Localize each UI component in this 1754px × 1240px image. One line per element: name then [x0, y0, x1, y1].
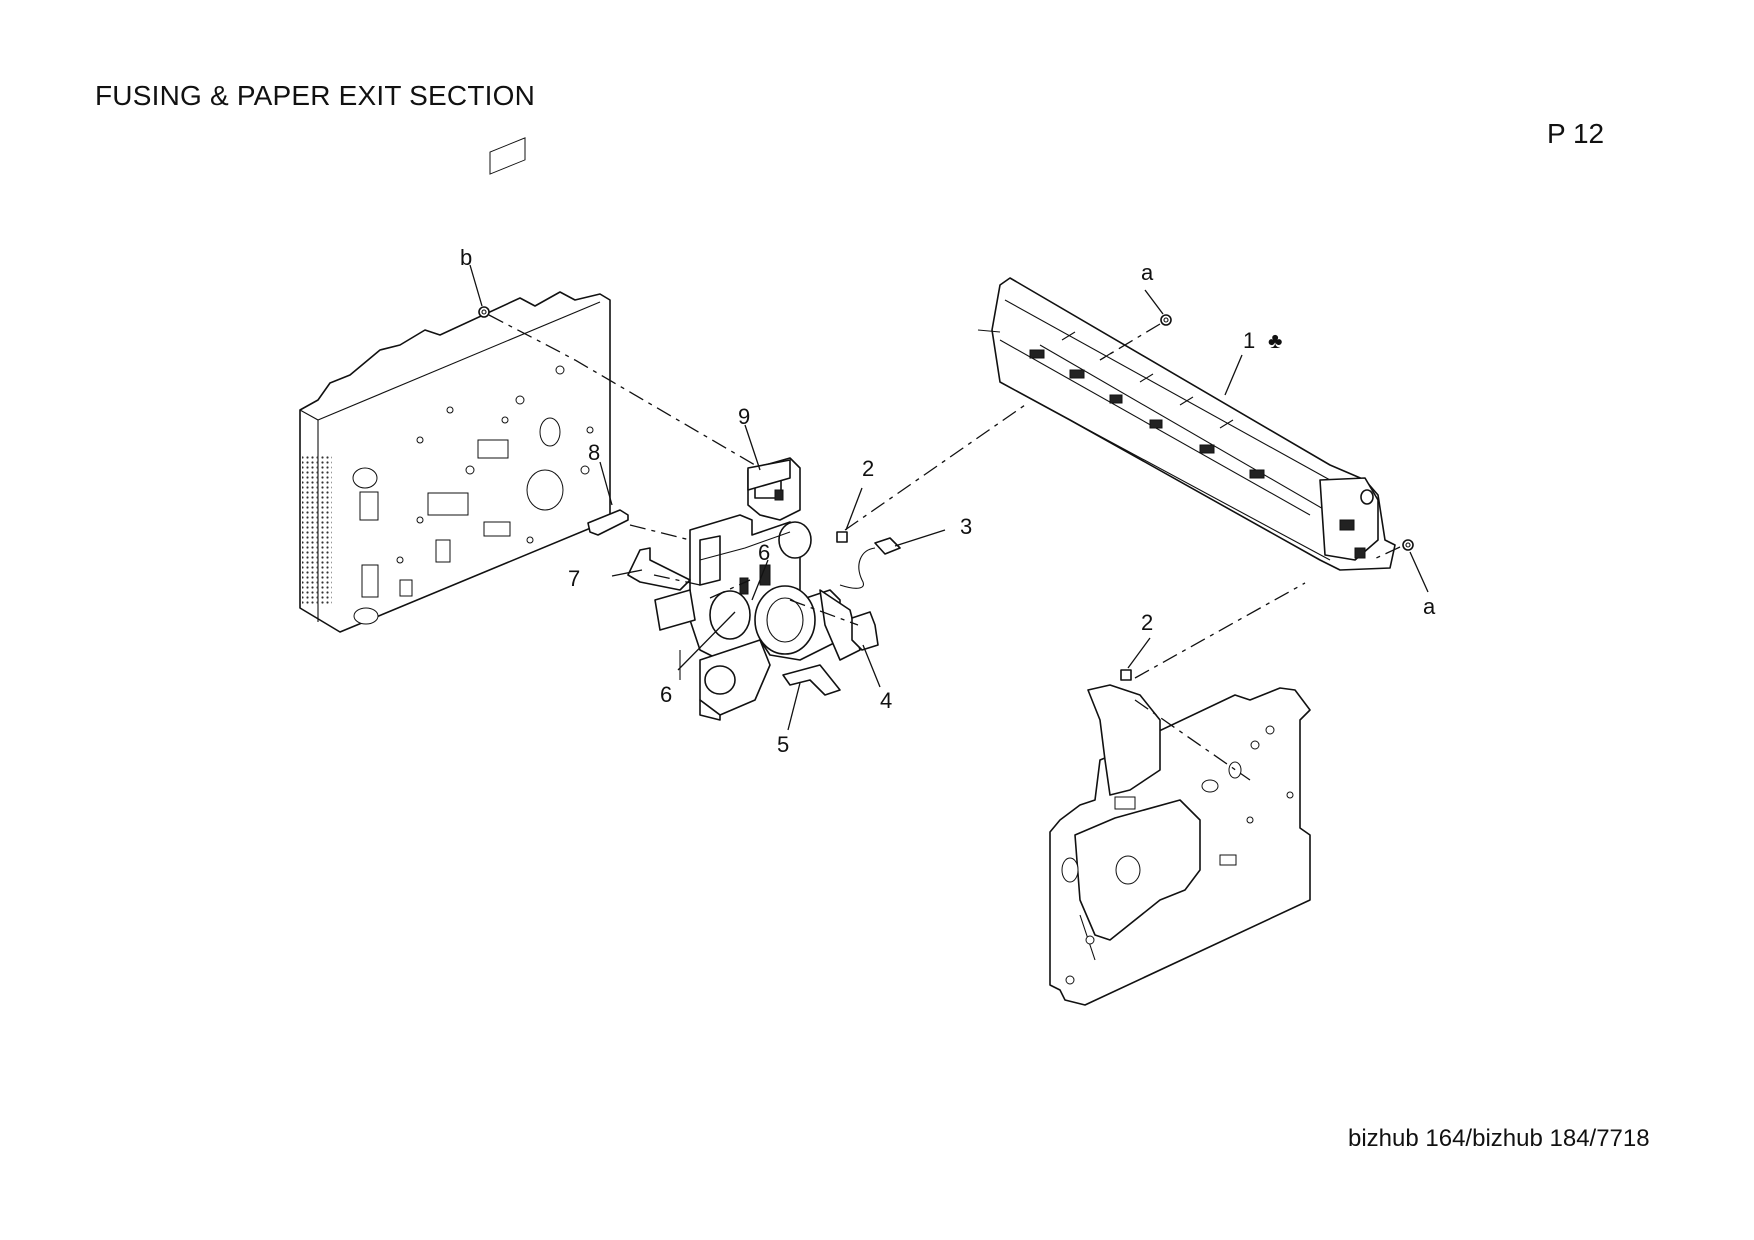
callout-b: b [460, 245, 472, 270]
callout-8: 8 [588, 440, 600, 465]
screw-b [478, 306, 490, 318]
callout-labels: b a 1 ♣ 9 8 2 3 6 7 4 6 5 2 a [460, 245, 1436, 757]
callout-6-bottom: 6 [660, 682, 672, 707]
callout-3: 3 [960, 514, 972, 539]
callout-6-top: 6 [758, 540, 770, 565]
callout-2-top: 2 [862, 456, 874, 481]
screw-a-top [1160, 314, 1172, 326]
right-frame-panel [1049, 684, 1311, 1006]
callout-9: 9 [738, 404, 750, 429]
left-frame-panel [299, 137, 611, 633]
part-7-lever [627, 547, 691, 591]
part-3-connector [839, 537, 901, 589]
part-2-clip-top [836, 531, 848, 543]
part-4-sensor [851, 611, 879, 651]
part-5-arm [782, 664, 841, 696]
callout-2-bottom: 2 [1141, 610, 1153, 635]
assembly-lines [488, 314, 1401, 781]
part-8-bracket [587, 509, 629, 536]
part-2-clip-bottom [1120, 669, 1132, 681]
callout-a-right: a [1423, 594, 1436, 619]
left-panel-vent-grid [302, 455, 332, 605]
fusing-unit [977, 277, 1396, 571]
callout-a-top: a [1141, 260, 1154, 285]
leader-lines [469, 264, 1429, 731]
model-footer: bizhub 164/bizhub 184/7718 [1348, 1125, 1650, 1152]
club-symbol-icon: ♣ [1268, 328, 1282, 353]
screw-a-right [1402, 539, 1414, 551]
central-gear-bracket [654, 457, 861, 721]
page-number: P 12 [1547, 118, 1605, 149]
page-title: FUSING & PAPER EXIT SECTION [95, 80, 536, 111]
callout-7: 7 [568, 566, 580, 591]
callout-4: 4 [880, 688, 892, 713]
callout-1: 1 [1243, 328, 1255, 353]
callout-5: 5 [777, 732, 789, 757]
